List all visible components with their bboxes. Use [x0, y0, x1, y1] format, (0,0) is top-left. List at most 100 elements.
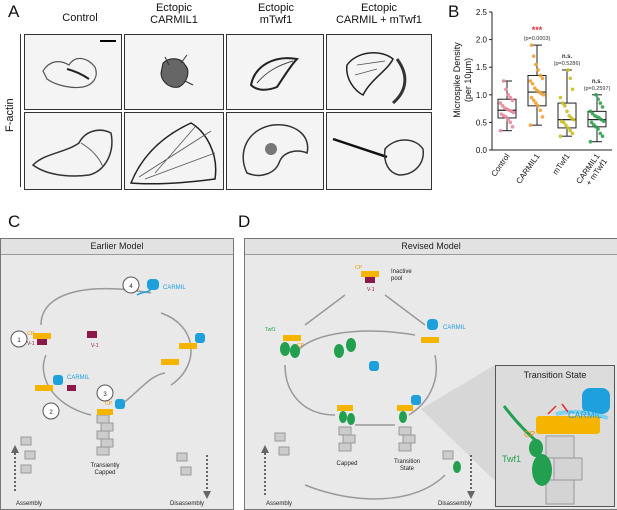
step-1: 1 [10, 330, 28, 348]
arrow [408, 354, 437, 416]
cp-twf-label: CP [297, 343, 305, 349]
data-point [567, 113, 571, 118]
data-point [569, 116, 574, 120]
data-point [568, 128, 573, 133]
data-point [508, 120, 513, 125]
carmil-top-label: CARMIL [163, 285, 186, 291]
data-point [558, 134, 563, 138]
data-point [568, 76, 573, 81]
inset-cp-label: CP [524, 430, 536, 439]
assembly-filament [261, 432, 290, 495]
data-point [594, 93, 598, 97]
data-point [508, 95, 513, 100]
micrograph-carmil-mtwf1-1 [326, 34, 432, 110]
data-point [504, 87, 508, 92]
assembly-label: Assembly [16, 501, 42, 507]
y-tick-label: 2.5 [476, 8, 488, 17]
data-point [558, 95, 563, 100]
step-number: 1 [17, 338, 21, 344]
disassembly-filament [176, 452, 211, 499]
data-point [570, 131, 575, 136]
cp-carmil-right [161, 333, 205, 365]
data-point [588, 109, 593, 114]
significance-marker: n.s. [592, 79, 603, 85]
category-label: mTwf1 [551, 152, 572, 177]
data-point [600, 134, 605, 138]
y-tick-label: 2.0 [476, 36, 488, 45]
carmil-mid-label: CARMIL [67, 375, 90, 381]
cycle-arrow [120, 372, 166, 406]
data-point [538, 73, 543, 78]
data-point [600, 105, 605, 109]
cp-carmil-mid [35, 375, 76, 391]
data-point [536, 104, 540, 108]
data-point [531, 98, 536, 103]
data-point [588, 139, 593, 144]
data-point [593, 113, 597, 118]
data-point [506, 117, 510, 122]
column-header-mtwf1: Ectopic mTwf1 [257, 2, 295, 26]
data-point [538, 108, 543, 113]
y-tick-label: 1.0 [476, 91, 488, 100]
cp-top-label: CP [355, 265, 363, 271]
micrograph-carmil1-2 [124, 112, 224, 190]
p-value-label: (p=0.5286) [554, 61, 581, 67]
earlier-model-panel: Earlier Model 1 2 3 4 CARMIL CP V-1 V-1 … [0, 238, 234, 510]
disassembly-filament [442, 450, 475, 499]
disassembly-label: Disassembly [170, 501, 204, 507]
data-point [566, 126, 570, 130]
column-header-carmil1: Ectopic CARMIL1 [150, 2, 198, 26]
assembly-filament [11, 436, 36, 491]
inset-diagram [502, 388, 610, 505]
data-point [559, 119, 564, 124]
cp-v1-inactive [361, 271, 379, 283]
actin-filament-capped [96, 399, 125, 456]
disassembly-label: Disassembly [438, 501, 472, 507]
data-point [498, 101, 503, 105]
micrograph-mtwf1-2 [226, 112, 324, 190]
data-point [529, 95, 534, 100]
revised-model-title: Revised Model [245, 239, 617, 255]
data-point [530, 81, 535, 86]
earlier-model-diagram: 1 2 3 4 CARMIL CP V-1 V-1 CARMIL CP Tran… [10, 276, 211, 507]
inset-title: Transition State [523, 370, 587, 380]
data-point [560, 101, 565, 105]
micrograph-mtwf1-1 [226, 34, 324, 110]
inset-twf1-label: Twf1 [502, 454, 522, 464]
data-point [501, 79, 506, 83]
earlier-model-title: Earlier Model [1, 239, 233, 255]
step-number: 2 [49, 410, 53, 416]
cp-carmil-complex [421, 319, 439, 343]
row-label-factin: F-actin [4, 98, 16, 132]
micrograph-carmil1-1 [124, 34, 224, 110]
data-point [589, 120, 594, 125]
v1-free-label: V-1 [91, 343, 99, 349]
row-bracket [20, 34, 21, 187]
significance-marker: n.s. [562, 54, 573, 60]
step-4: 4 [122, 276, 140, 294]
transition-state-inset: Transition State CARMIL CP Twf1 [495, 365, 615, 507]
scale-bar [100, 40, 116, 42]
v1-free [87, 331, 97, 338]
data-point [529, 43, 534, 47]
y-axis-label: Microspike Density(per 10µm) [452, 42, 473, 118]
transition-filament [397, 395, 421, 452]
assembly-label: Assembly [266, 501, 292, 507]
data-point [503, 106, 507, 110]
data-point [563, 104, 567, 108]
zoom-wedge [421, 365, 495, 481]
data-point [500, 104, 505, 108]
data-point [498, 128, 503, 133]
cp-small-label: CP [105, 401, 113, 407]
data-point [564, 123, 568, 127]
arrow [284, 364, 336, 416]
cp-label: CP [27, 331, 35, 337]
capped-filament [337, 405, 356, 452]
step-2: 2 [42, 402, 60, 420]
step-number: 4 [129, 284, 133, 290]
